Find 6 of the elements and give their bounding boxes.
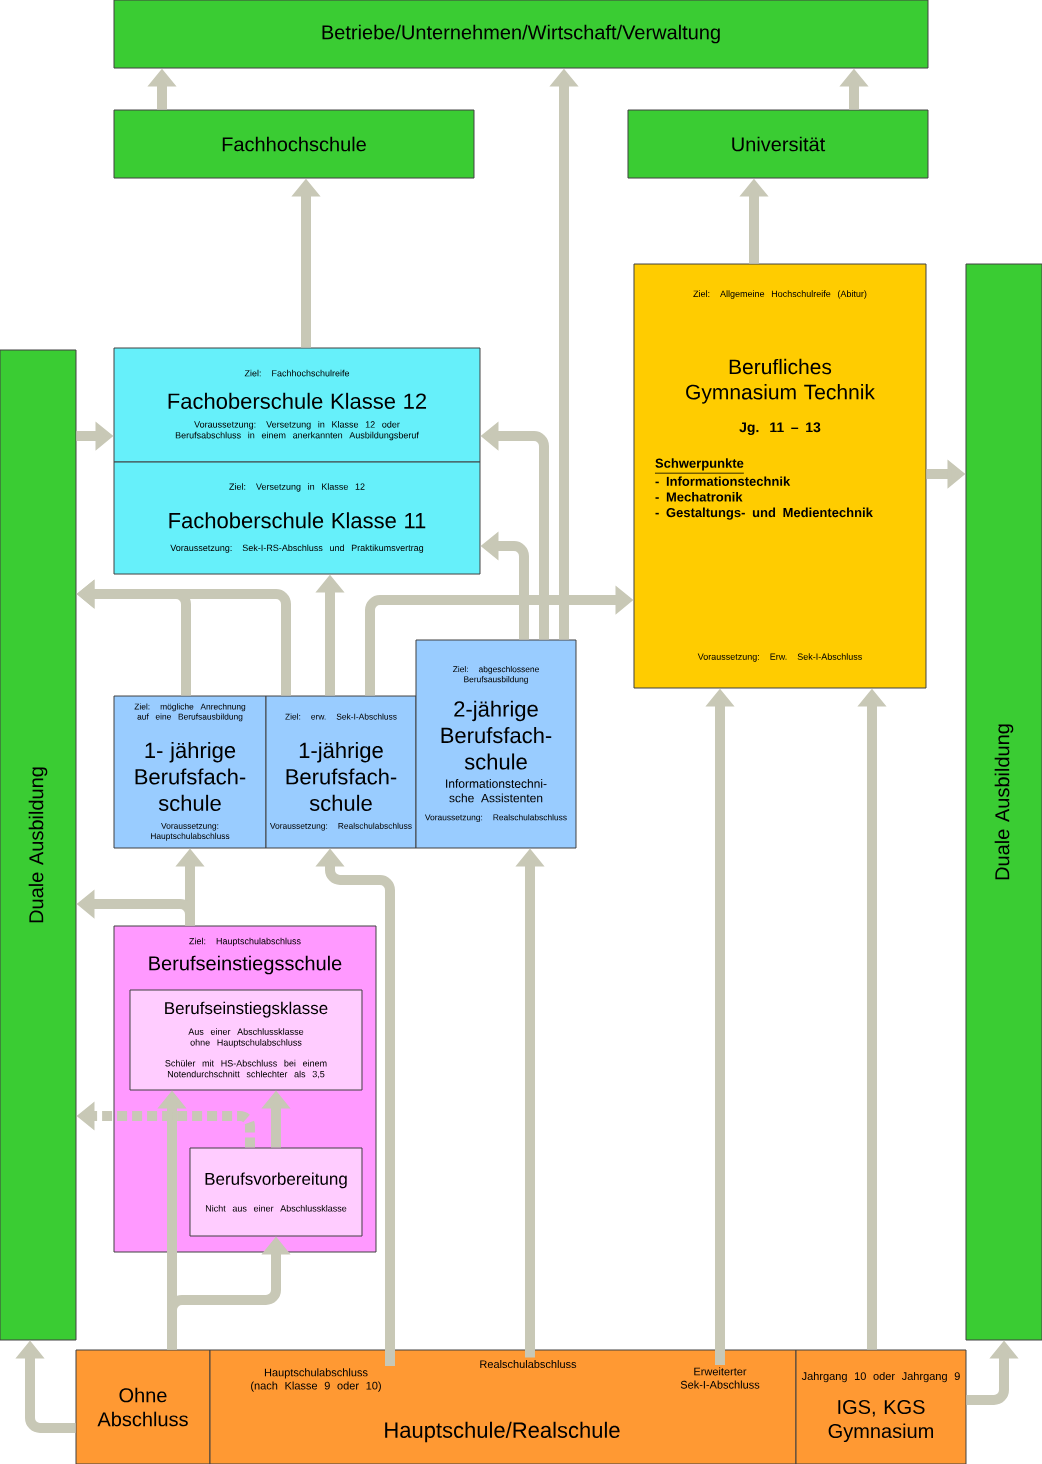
destination-box: Universität <box>627 109 929 179</box>
destination-box: Fachhochschule <box>113 109 475 179</box>
school-type-box: Ohne Abschluss <box>75 1349 211 1464</box>
vocational-training-bar: Duale Ausbildung <box>965 263 1042 1341</box>
vocational-training-bar: Duale Ausbildung <box>0 349 77 1341</box>
destination-box: Betriebe/Unternehmen/Wirtschaft/Verwaltung <box>113 0 929 69</box>
